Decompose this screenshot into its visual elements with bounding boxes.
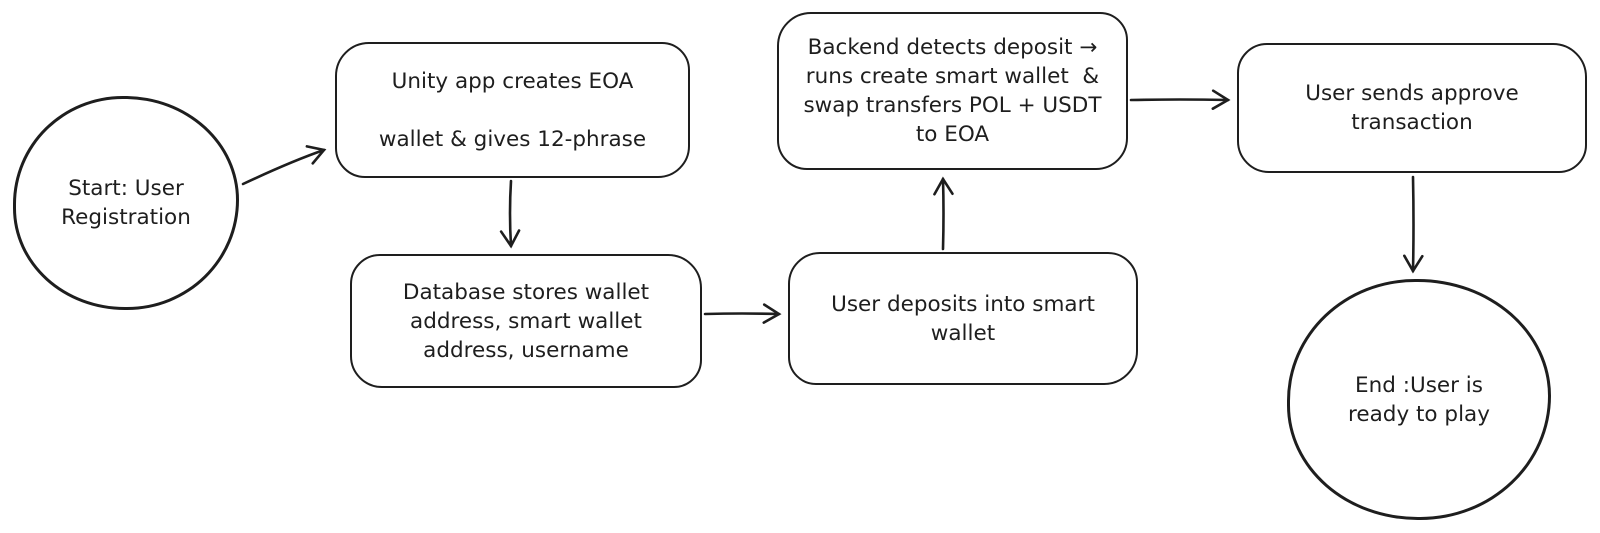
arrow-approve-to-end[interactable] xyxy=(1403,175,1424,274)
node-approve-label: User sends approve transaction xyxy=(1305,81,1519,135)
node-database-stores-wallet[interactable]: Database stores wallet address, smart wa… xyxy=(350,254,702,388)
arrow-unity-to-database[interactable] xyxy=(499,179,521,249)
node-unity-label: Unity app creates EOA wallet & gives 12-… xyxy=(378,68,647,152)
arrow-database-to-deposit[interactable] xyxy=(703,303,782,324)
node-deposit-label: User deposits into smart wallet xyxy=(831,291,1095,346)
node-backend-label: Backend detects deposit → runs create sm… xyxy=(803,35,1102,147)
node-user-deposits[interactable]: User deposits into smart wallet xyxy=(788,252,1138,385)
node-database-label: Database stores wallet address, smart wa… xyxy=(402,279,650,363)
arrow-backend-to-approve[interactable] xyxy=(1129,89,1231,110)
node-user-sends-approve[interactable]: User sends approve transaction xyxy=(1237,43,1587,173)
node-start[interactable]: Start: User Registration xyxy=(13,96,239,310)
arrow-start-to-unity[interactable] xyxy=(241,145,327,186)
node-end[interactable]: End :User is ready to play xyxy=(1287,279,1551,520)
node-unity-app-creates-eoa[interactable]: Unity app creates EOA wallet & gives 12-… xyxy=(335,42,690,178)
arrow-deposit-to-backend[interactable] xyxy=(933,176,954,251)
node-end-label: End :User is ready to play xyxy=(1348,372,1490,427)
node-backend-detects-deposit[interactable]: Backend detects deposit → runs create sm… xyxy=(777,12,1128,170)
node-start-label: Start: User Registration xyxy=(61,176,191,230)
